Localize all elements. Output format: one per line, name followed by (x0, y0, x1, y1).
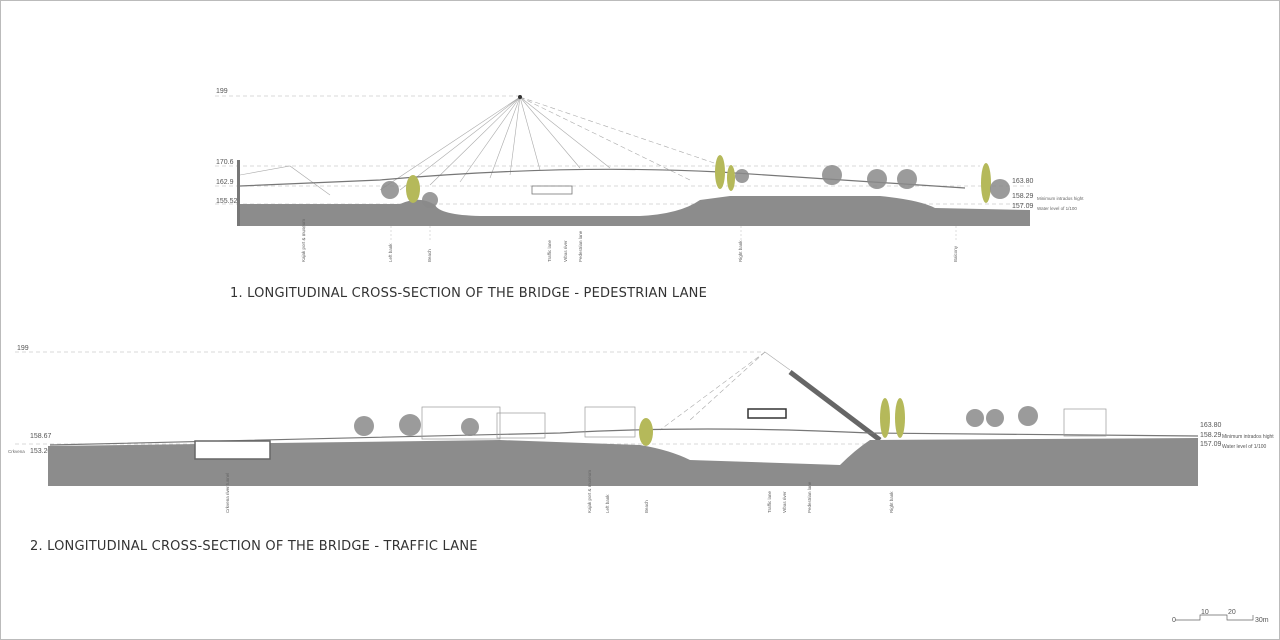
section-1-pedestrian-lane: 199 170.6 162.9 155.52 163.80 158.29 (215, 88, 1084, 301)
level-162-9: 162.9 (216, 179, 234, 186)
svg-text:Pedestrian lane: Pedestrian lane (807, 481, 812, 513)
svg-text:Crkvena river tunnel: Crkvena river tunnel (225, 473, 230, 513)
buildings (421, 406, 1107, 440)
inclined-pylon (788, 370, 882, 442)
svg-text:Kajak port & museum: Kajak port & museum (587, 470, 592, 513)
svg-text:20: 20 (1228, 609, 1236, 616)
crkvena-label: Crkvena (8, 449, 25, 454)
svg-text:Right bank: Right bank (738, 240, 743, 262)
note-min-intrados: Minimum intrados hight (1037, 196, 1084, 201)
terrain-section-1 (237, 196, 1030, 226)
svg-text:Right bank: Right bank (889, 491, 894, 513)
pylon-top (518, 95, 522, 99)
svg-text:30m: 30m (1255, 617, 1269, 624)
level-158-29: 158.29 (1012, 193, 1034, 200)
pylon-cables (239, 96, 721, 196)
level-153-20: 153.20 (30, 448, 52, 455)
level-158-29: 158.29 (1200, 432, 1222, 439)
pavilion (531, 185, 573, 195)
svg-text:Pedestrian lane: Pedestrian lane (578, 230, 583, 262)
note-min-intrados: Minimum intrados hight (1222, 434, 1274, 440)
section-2-title: 2. LONGITUDINAL CROSS-SECTION OF THE BRI… (30, 539, 478, 554)
level-157-09: 157.09 (1200, 441, 1222, 448)
terrain-section-2 (48, 438, 1198, 486)
level-170-6: 170.6 (216, 159, 234, 166)
svg-text:Beach: Beach (427, 249, 432, 262)
level-199: 199 (216, 88, 228, 95)
level-158-67: 158.67 (30, 433, 52, 440)
svg-text:Beach: Beach (644, 500, 649, 513)
svg-text:Traffic lane: Traffic lane (767, 490, 772, 513)
svg-text:Vrbas river: Vrbas river (563, 240, 568, 262)
place-labels-2: Crkvena river tunnel Kajak port & museum… (225, 470, 894, 513)
note-water-level: Water level of 1/100 (1037, 206, 1077, 211)
section-2-traffic-lane: 199 158.67 153.20 Crkvena 163.80 158.29 … (8, 345, 1274, 554)
level-199: 199 (17, 345, 29, 352)
note-water-level: Water level of 1/100 (1222, 444, 1267, 450)
place-labels-1: Kajak port & museum Left bank Beach Traf… (301, 219, 958, 262)
level-163-80: 163.80 (1012, 178, 1034, 185)
level-157-09: 157.09 (1012, 203, 1034, 210)
crkvena-tunnel (194, 440, 271, 460)
trees (381, 155, 1010, 208)
level-155-52: 155.52 (216, 198, 238, 205)
svg-text:0: 0 (1172, 617, 1176, 624)
bridge-deck (239, 168, 966, 189)
svg-text:Vrbas river: Vrbas river (782, 491, 787, 513)
svg-text:Left bank: Left bank (605, 494, 610, 513)
svg-text:Balcony: Balcony (953, 245, 958, 262)
bridge-deck-2 (49, 428, 1199, 446)
section-1-title: 1. LONGITUDINAL CROSS-SECTION OF THE BRI… (230, 286, 707, 301)
scale-bar: 0 10 20 30m (1172, 609, 1269, 624)
svg-text:Kajak port & museum: Kajak port & museum (301, 219, 306, 262)
level-163-80: 163.80 (1200, 422, 1222, 429)
trees-2 (354, 398, 1038, 446)
svg-text:Traffic lane: Traffic lane (547, 239, 552, 262)
svg-text:10: 10 (1201, 609, 1209, 616)
svg-text:Left bank: Left bank (388, 243, 393, 262)
pylon-cables-2 (659, 351, 791, 431)
